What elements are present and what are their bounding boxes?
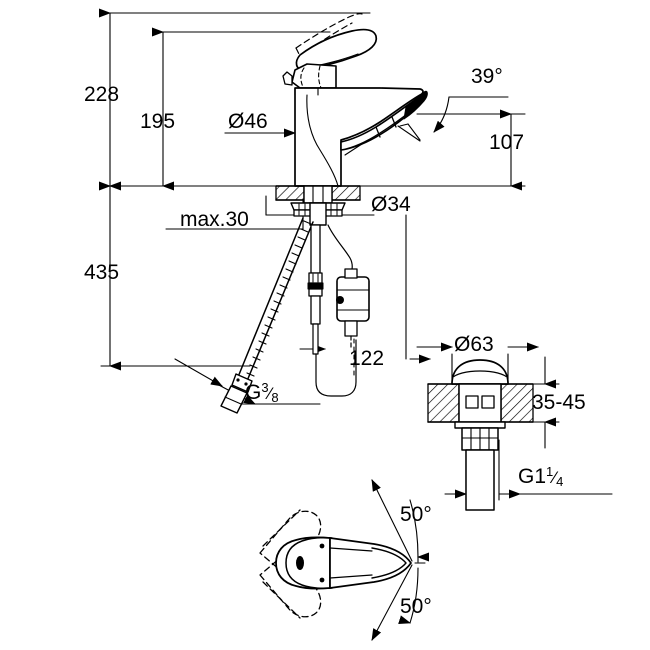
dimension-label-35-45: 35-45 <box>532 391 586 414</box>
handle-hub <box>282 63 337 89</box>
dimension-label-50deg-lower: 50° <box>400 595 432 618</box>
handle-plan-view <box>259 509 412 619</box>
mounting-nut-stack <box>290 202 346 226</box>
dimension-d63 <box>405 214 539 384</box>
lever-handle <box>295 28 378 70</box>
dimension-50deg-lower <box>371 564 419 641</box>
g38-denominator: 8 <box>271 390 279 405</box>
supply-loop-tube <box>315 339 357 397</box>
dimension-label-39deg: 39° <box>471 65 503 88</box>
drain-tailpiece <box>465 449 495 511</box>
drain-cap <box>451 359 509 385</box>
spout-outlet <box>403 90 428 120</box>
g38-numerator: 3 <box>261 380 269 395</box>
handle-body-plan <box>275 536 333 590</box>
dimension-label-g38: G3⁄8 <box>245 380 279 405</box>
flexible-supply-hose <box>220 217 314 414</box>
g114-letter: G1 <box>518 465 547 488</box>
mounting-shank <box>303 185 333 206</box>
g114-denominator: 4 <box>556 474 564 489</box>
body-shading-line <box>306 94 339 187</box>
cartridge-stem <box>307 224 324 355</box>
dimension-label-228: 228 <box>84 83 120 106</box>
dimension-label-50deg-upper: 50° <box>400 503 432 526</box>
dimension-label-107: 107 <box>489 131 525 154</box>
faucet-elevation-view <box>220 13 428 414</box>
dimension-label-122: 122 <box>349 347 385 370</box>
drain-locknut <box>454 421 506 451</box>
dimension-label-d34: Ø34 <box>371 193 411 216</box>
dimension-label-195: 195 <box>140 110 176 133</box>
drain-detail-view <box>427 359 534 511</box>
dimension-label-g114: G11⁄4 <box>518 464 564 489</box>
flow-module <box>336 268 370 350</box>
drain-body <box>458 383 502 423</box>
handle-lever-plan <box>329 537 412 589</box>
dimension-label-d63: Ø63 <box>454 333 494 356</box>
g38-letter: G <box>245 381 262 404</box>
dimension-label-max30: max.30 <box>180 208 249 231</box>
g114-numerator: 1 <box>546 464 554 479</box>
dimension-39deg <box>399 96 509 141</box>
dimension-50deg-upper <box>371 479 430 563</box>
dimension-label-435: 435 <box>84 261 120 284</box>
dimension-label-d46: Ø46 <box>228 110 268 133</box>
countertop-deck <box>275 185 361 201</box>
